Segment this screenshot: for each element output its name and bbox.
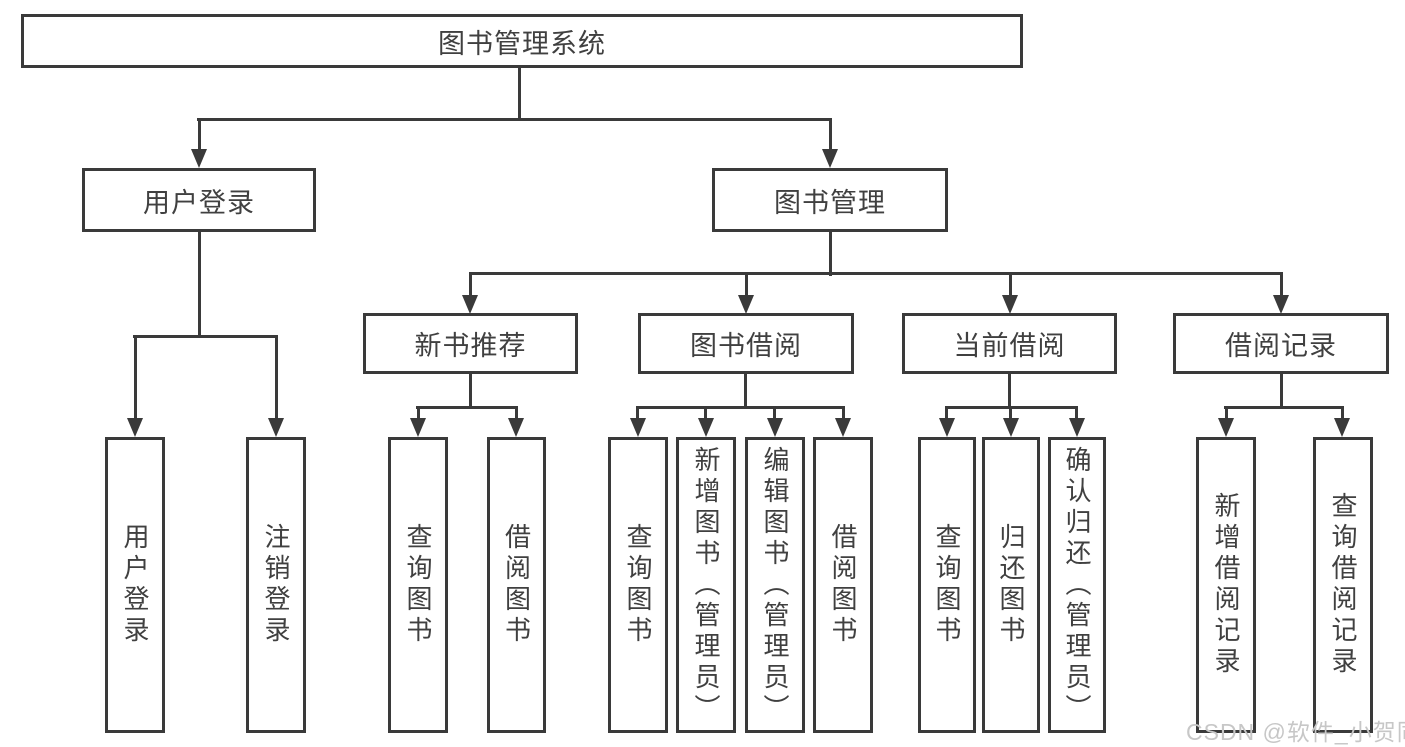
connector-line: [469, 374, 472, 409]
connector-line: [469, 272, 1282, 275]
node-new-book-recommend: 新书推荐: [363, 313, 578, 374]
node-label: 图书借阅: [690, 331, 802, 361]
leaf-borrow-books: 借阅图书: [813, 437, 873, 733]
arrowhead-icon: [410, 418, 426, 437]
node-label: 借阅记录: [1225, 331, 1337, 361]
leaf-label: 查询借阅记录: [1328, 492, 1358, 678]
arrowhead-icon: [630, 418, 646, 437]
connector-line: [133, 335, 278, 338]
connector-line: [1341, 406, 1344, 421]
connector-line: [518, 68, 521, 121]
leaf-label: 借阅图书: [828, 523, 858, 647]
arrowhead-icon: [508, 418, 524, 437]
connector-line: [1224, 406, 1344, 409]
arrowhead-icon: [822, 149, 838, 168]
node-label: 图书管理: [774, 187, 886, 218]
leaf-label: 确认归还（管理员）: [1062, 445, 1092, 725]
arrowhead-icon: [127, 418, 143, 437]
connector-line: [515, 406, 518, 421]
leaf-label: 借阅图书: [501, 523, 532, 647]
leaf-logout: 注销登录: [246, 437, 306, 733]
node-borrowing-records: 借阅记录: [1173, 313, 1389, 374]
node-label: 用户登录: [143, 187, 255, 218]
connector-line: [417, 406, 420, 421]
leaf-label: 新增借阅记录: [1211, 492, 1241, 678]
csdn-watermark: CSDN @软件_小贺同学: [1186, 719, 1405, 745]
leaf-query-books-recommend: 查询图书: [388, 437, 448, 733]
leaf-label: 查询图书: [932, 523, 962, 647]
arrowhead-icon: [462, 295, 478, 314]
arrowhead-icon: [1218, 418, 1234, 437]
leaf-label: 查询图书: [623, 523, 653, 647]
arrowhead-icon: [1003, 418, 1019, 437]
connector-line: [829, 118, 832, 152]
node-current-borrowing: 当前借阅: [902, 313, 1117, 374]
connector-line: [416, 406, 518, 409]
arrowhead-icon: [1069, 418, 1085, 437]
arrowhead-icon: [698, 418, 714, 437]
leaf-label: 查询图书: [403, 523, 433, 647]
leaf-borrow-books-recommend: 借阅图书: [487, 437, 546, 733]
arrowhead-icon: [767, 418, 783, 437]
leaf-label: 归还图书: [996, 523, 1026, 647]
connector-line: [1009, 272, 1012, 297]
node-label: 当前借阅: [953, 331, 1066, 361]
connector-line: [744, 374, 747, 409]
leaf-label: 编辑图书（管理员）: [760, 445, 790, 725]
arrowhead-icon: [1334, 418, 1350, 437]
leaf-label: 用户登录: [120, 523, 150, 647]
connector-line: [469, 272, 472, 297]
connector-line: [773, 406, 776, 421]
node-label: 图书管理系统: [438, 28, 606, 59]
connector-line: [636, 406, 845, 409]
connector-line: [636, 406, 639, 421]
leaf-add-books-admin: 新增图书（管理员）: [676, 437, 736, 733]
connector-line: [134, 335, 137, 421]
arrowhead-icon: [191, 149, 207, 168]
leaf-label: 新增图书（管理员）: [691, 445, 721, 725]
connector-line: [198, 118, 201, 152]
arrowhead-icon: [939, 418, 955, 437]
leaf-add-borrow-record: 新增借阅记录: [1196, 437, 1256, 733]
connector-line: [198, 232, 201, 338]
leaf-user-login: 用户登录: [105, 437, 165, 733]
leaf-edit-books-admin: 编辑图书（管理员）: [745, 437, 805, 733]
leaf-confirm-return-admin: 确认归还（管理员）: [1048, 437, 1106, 733]
node-root-library-system: 图书管理系统: [21, 14, 1023, 68]
connector-line: [197, 118, 832, 121]
connector-line: [745, 272, 748, 297]
connector-line: [1008, 374, 1011, 409]
leaf-query-books-current: 查询图书: [918, 437, 976, 733]
leaf-return-books: 归还图书: [982, 437, 1040, 733]
leaf-label: 注销登录: [261, 523, 291, 647]
leaf-query-books-borrowing: 查询图书: [608, 437, 668, 733]
connector-line: [704, 406, 707, 421]
connector-line: [945, 406, 948, 421]
connector-line: [1009, 406, 1012, 421]
arrowhead-icon: [1002, 295, 1018, 314]
connector-line: [1280, 374, 1283, 409]
connector-line: [1225, 406, 1228, 421]
arrowhead-icon: [268, 418, 284, 437]
connector-line: [842, 406, 845, 421]
arrowhead-icon: [1273, 295, 1289, 314]
connector-line: [829, 232, 832, 276]
connector-line: [1280, 272, 1283, 297]
node-label: 新书推荐: [414, 331, 527, 361]
node-user-login: 用户登录: [82, 168, 316, 232]
arrowhead-icon: [835, 418, 851, 437]
connector-line: [1075, 406, 1078, 421]
arrowhead-icon: [738, 295, 754, 314]
node-book-management: 图书管理: [712, 168, 948, 232]
connector-line: [275, 335, 278, 421]
node-book-borrowing: 图书借阅: [638, 313, 854, 374]
leaf-query-borrow-record: 查询借阅记录: [1313, 437, 1373, 733]
